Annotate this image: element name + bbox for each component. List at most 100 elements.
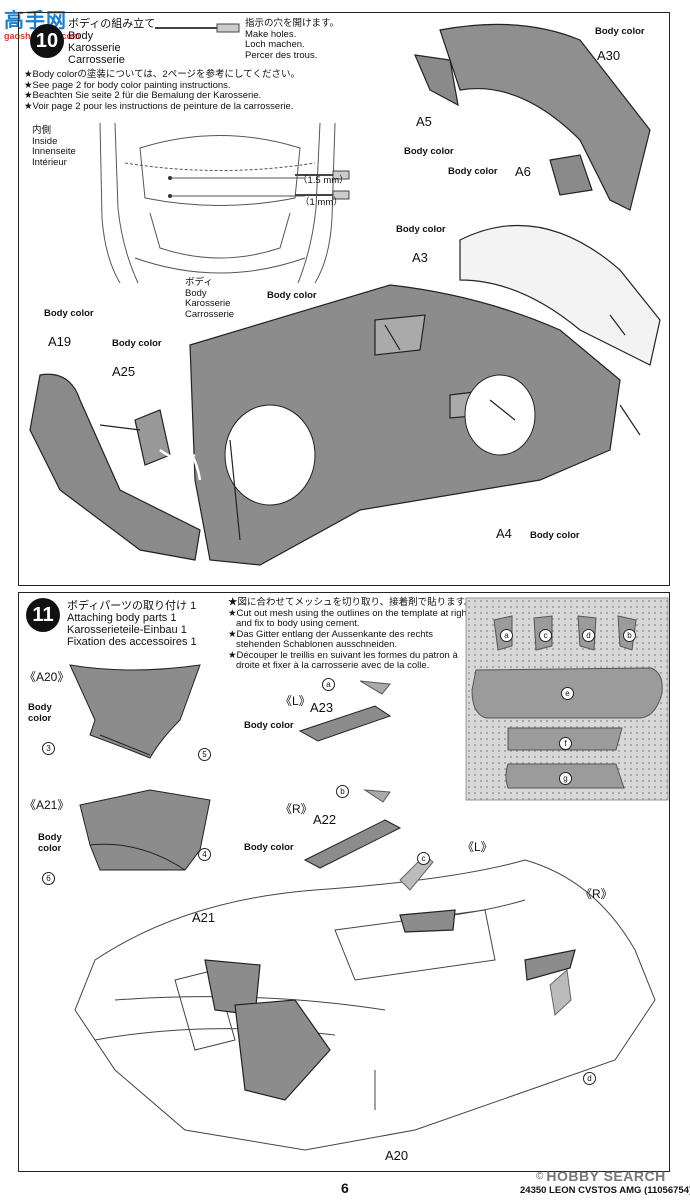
- inside-jp: 内側: [32, 125, 52, 136]
- part-a22-drawing: [303, 789, 402, 869]
- body-label: ボディ Body Karosserie Carrosserie: [185, 277, 235, 320]
- step11-title-jp: ボディパーツの取り付け 1: [67, 600, 197, 612]
- bc-a30-label: Body color: [595, 26, 645, 37]
- step11-title: ボディパーツの取り付け 1 Attaching body parts 1 Kar…: [67, 600, 197, 648]
- car-body-drawing: [29, 23, 661, 566]
- note-en: ★See page 2 for body color painting inst…: [24, 79, 231, 91]
- part-a20-callout: A20: [385, 1148, 409, 1163]
- mesh-c-callout: c: [417, 852, 430, 865]
- part-a30: A30: [597, 48, 621, 63]
- drill-1-label: （1 mm）: [300, 197, 343, 208]
- num-6: 6: [42, 872, 55, 885]
- holes-en: Make holes.: [245, 28, 297, 40]
- part-a3: A3: [412, 250, 428, 265]
- a20-bc-color: color: [28, 713, 52, 724]
- a20-bc-body: Body: [28, 702, 52, 713]
- mesh-letter-b: b: [623, 629, 636, 642]
- mesh-letter-f: f: [559, 737, 572, 750]
- step11-notes: ★図に合わせてメッシュを切り取り、接着剤で貼ります。 ★Cut out mesh…: [228, 597, 474, 672]
- a20-label: 《A20》: [24, 670, 70, 684]
- s11-note-2: and fix to body using cement.: [236, 618, 360, 629]
- step11-panel: [18, 592, 670, 1172]
- inside-body-drawing: [99, 122, 336, 284]
- body-assembly-drawing: [74, 854, 656, 1151]
- kit-code: 24350 LEON CVSTOS AMG (11056754): [520, 1185, 690, 1196]
- part-a6: A6: [515, 164, 531, 179]
- mesh-letter-d: d: [582, 629, 595, 642]
- step10-title-de: Karosserie: [68, 42, 121, 54]
- a21-bc-color: color: [38, 843, 62, 854]
- s11-note-6: droite et fixer à la carrosserie avec de…: [236, 660, 430, 671]
- body-en: Body: [185, 287, 207, 299]
- copyright-mark: ©: [536, 1170, 544, 1182]
- part-a4: A4: [496, 526, 512, 541]
- step11-title-fr: Fixation des accessoires 1: [67, 636, 197, 648]
- step10-title-fr: Carrosserie: [68, 54, 125, 66]
- mesh-letter-e: e: [561, 687, 574, 700]
- part-a19: A19: [48, 334, 72, 349]
- step10-title-jp: ボディの組み立て: [68, 18, 156, 30]
- bc-a25-label: Body color: [112, 338, 162, 349]
- bc-a3-label: Body color: [396, 224, 446, 235]
- step10-title-en: Body: [68, 30, 94, 42]
- body-de: Karosserie: [185, 298, 231, 309]
- a23-bc-label: Body color: [244, 720, 294, 731]
- left-callout: 《L》: [462, 840, 493, 854]
- bc-a6-label: Body color: [448, 166, 498, 177]
- holes-instruction: 指示の穴を開けます。 Make holes. Loch machen. Perc…: [245, 18, 340, 61]
- drill-1-5-label: （1.5 mm）: [298, 175, 349, 186]
- step10-panel: [18, 12, 670, 586]
- s11-note-5: ★Découper le treillis en suivant les for…: [228, 649, 458, 661]
- bc-a5-label: Body color: [404, 146, 454, 157]
- part-a20-drawing: [69, 664, 201, 759]
- hobby-search-logo: © HOBBY SEARCH: [536, 1168, 666, 1184]
- part-a23-drawing: [298, 680, 392, 742]
- part-a22: A22: [313, 812, 337, 827]
- a21-bc-label: Body color: [38, 832, 62, 854]
- right-label: 《R》: [280, 802, 313, 816]
- mesh-a-callout: a: [322, 678, 335, 691]
- drill-1-5-icon: [295, 170, 350, 180]
- holes-jp: 指示の穴を開けます。: [245, 18, 340, 29]
- note-jp: ★Body colorの塗装については、2ページを参考にしてください。: [24, 69, 300, 80]
- part-a21-drawing: [79, 789, 211, 871]
- drill-icon: [155, 23, 240, 33]
- mesh-letter-a: a: [500, 629, 513, 642]
- a21-bc-body: Body: [38, 832, 62, 843]
- step10-title: ボディの組み立て Body Karosserie Carrosserie: [68, 18, 155, 66]
- page-number: 6: [341, 1180, 349, 1196]
- s11-note-0: ★図に合わせてメッシュを切り取り、接着剤で貼ります。: [228, 597, 474, 608]
- a20-bc-label: Body color: [28, 702, 52, 724]
- part-a5: A5: [416, 114, 432, 129]
- mesh-letter-c: c: [539, 629, 552, 642]
- part-a25: A25: [112, 364, 136, 379]
- mesh-letter-g: g: [559, 772, 572, 785]
- inside-en: Inside: [32, 135, 58, 147]
- part-a23: A23: [310, 700, 334, 715]
- a22-bc-label: Body color: [244, 842, 294, 853]
- note-fr: ★Voir page 2 pour les instructions de pe…: [24, 100, 294, 112]
- inside-label: 内側 Inside Innenseite Intérieur: [32, 125, 76, 168]
- s11-note-1: ★Cut out mesh using the outlines on the …: [228, 607, 470, 619]
- num-5: 5: [198, 748, 211, 761]
- step11-number: 11: [26, 598, 60, 632]
- step11-title-en: Attaching body parts 1: [67, 612, 177, 624]
- bc-a19-label: Body color: [44, 308, 94, 319]
- bc-a4-label: Body color: [530, 530, 580, 541]
- s11-note-3: ★Das Gitter entlang der Aussenkante des …: [228, 628, 433, 640]
- holes-fr: Percer des trous.: [245, 49, 318, 61]
- inside-fr: Intérieur: [32, 156, 67, 168]
- left-label: 《L》: [280, 694, 311, 708]
- step11-title-de: Karosserieteile-Einbau 1: [67, 624, 187, 636]
- right-callout: 《R》: [580, 887, 613, 901]
- a21-label: 《A21》: [24, 798, 70, 812]
- inside-de: Innenseite: [32, 146, 76, 157]
- body-jp: ボディ: [185, 277, 213, 288]
- num-4: 4: [198, 848, 211, 861]
- num-3: 3: [42, 742, 55, 755]
- mesh-d-callout: d: [583, 1072, 596, 1085]
- part-a21-callout: A21: [192, 910, 216, 925]
- body-fr: Carrosserie: [185, 308, 235, 320]
- step10-number: 10: [30, 24, 64, 58]
- holes-de: Loch machen.: [245, 39, 305, 50]
